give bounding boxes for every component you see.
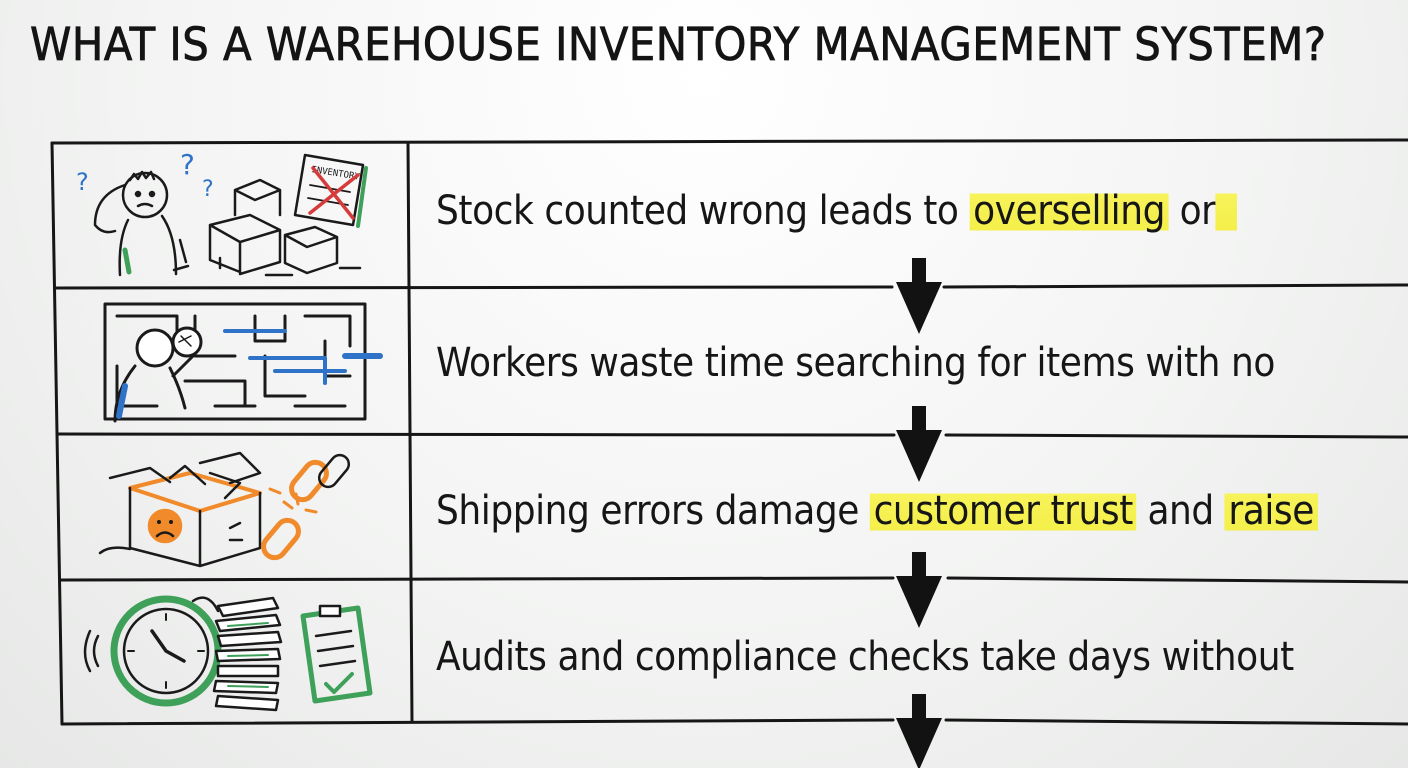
row-divider-2 <box>55 432 1408 439</box>
clock-paperwork-checklist-icon <box>83 595 373 712</box>
highlight-customer-trust: customer trust <box>869 488 1137 534</box>
down-arrow-3 <box>896 552 942 628</box>
table-top-border <box>50 138 1408 145</box>
down-arrow-4 <box>896 694 942 768</box>
column-divider <box>406 141 414 724</box>
highlight-overselling: overselling <box>969 188 1169 234</box>
svg-text:?: ? <box>202 177 214 202</box>
row-divider-1 <box>53 283 1408 290</box>
svg-text:?: ? <box>76 168 89 196</box>
row-divider-4 <box>60 718 1408 726</box>
row-4-text: Audits and compliance checks take days w… <box>436 634 1294 680</box>
row-1-text: Stock counted wrong leads to overselling… <box>436 188 1238 234</box>
row-2-text: Workers waste time searching for items w… <box>436 340 1275 386</box>
down-arrow-2 <box>896 406 942 482</box>
confused-person-boxes-icon: ? ? ? INVENTORY <box>76 148 368 277</box>
flow-arrows <box>896 258 942 768</box>
row-divider-3 <box>58 576 1408 584</box>
svg-text:?: ? <box>180 148 195 181</box>
paper-stack <box>212 596 283 712</box>
maze-search-icon <box>103 302 383 423</box>
row-3-text: Shipping errors damage customer trust an… <box>436 488 1318 534</box>
down-arrow-1 <box>896 258 942 334</box>
damaged-box-broken-chain-icon <box>98 451 351 568</box>
page-title: WHAT IS A WAREHOUSE INVENTORY MANAGEMENT… <box>30 18 1327 72</box>
highlight-raise: raise <box>1224 488 1318 534</box>
